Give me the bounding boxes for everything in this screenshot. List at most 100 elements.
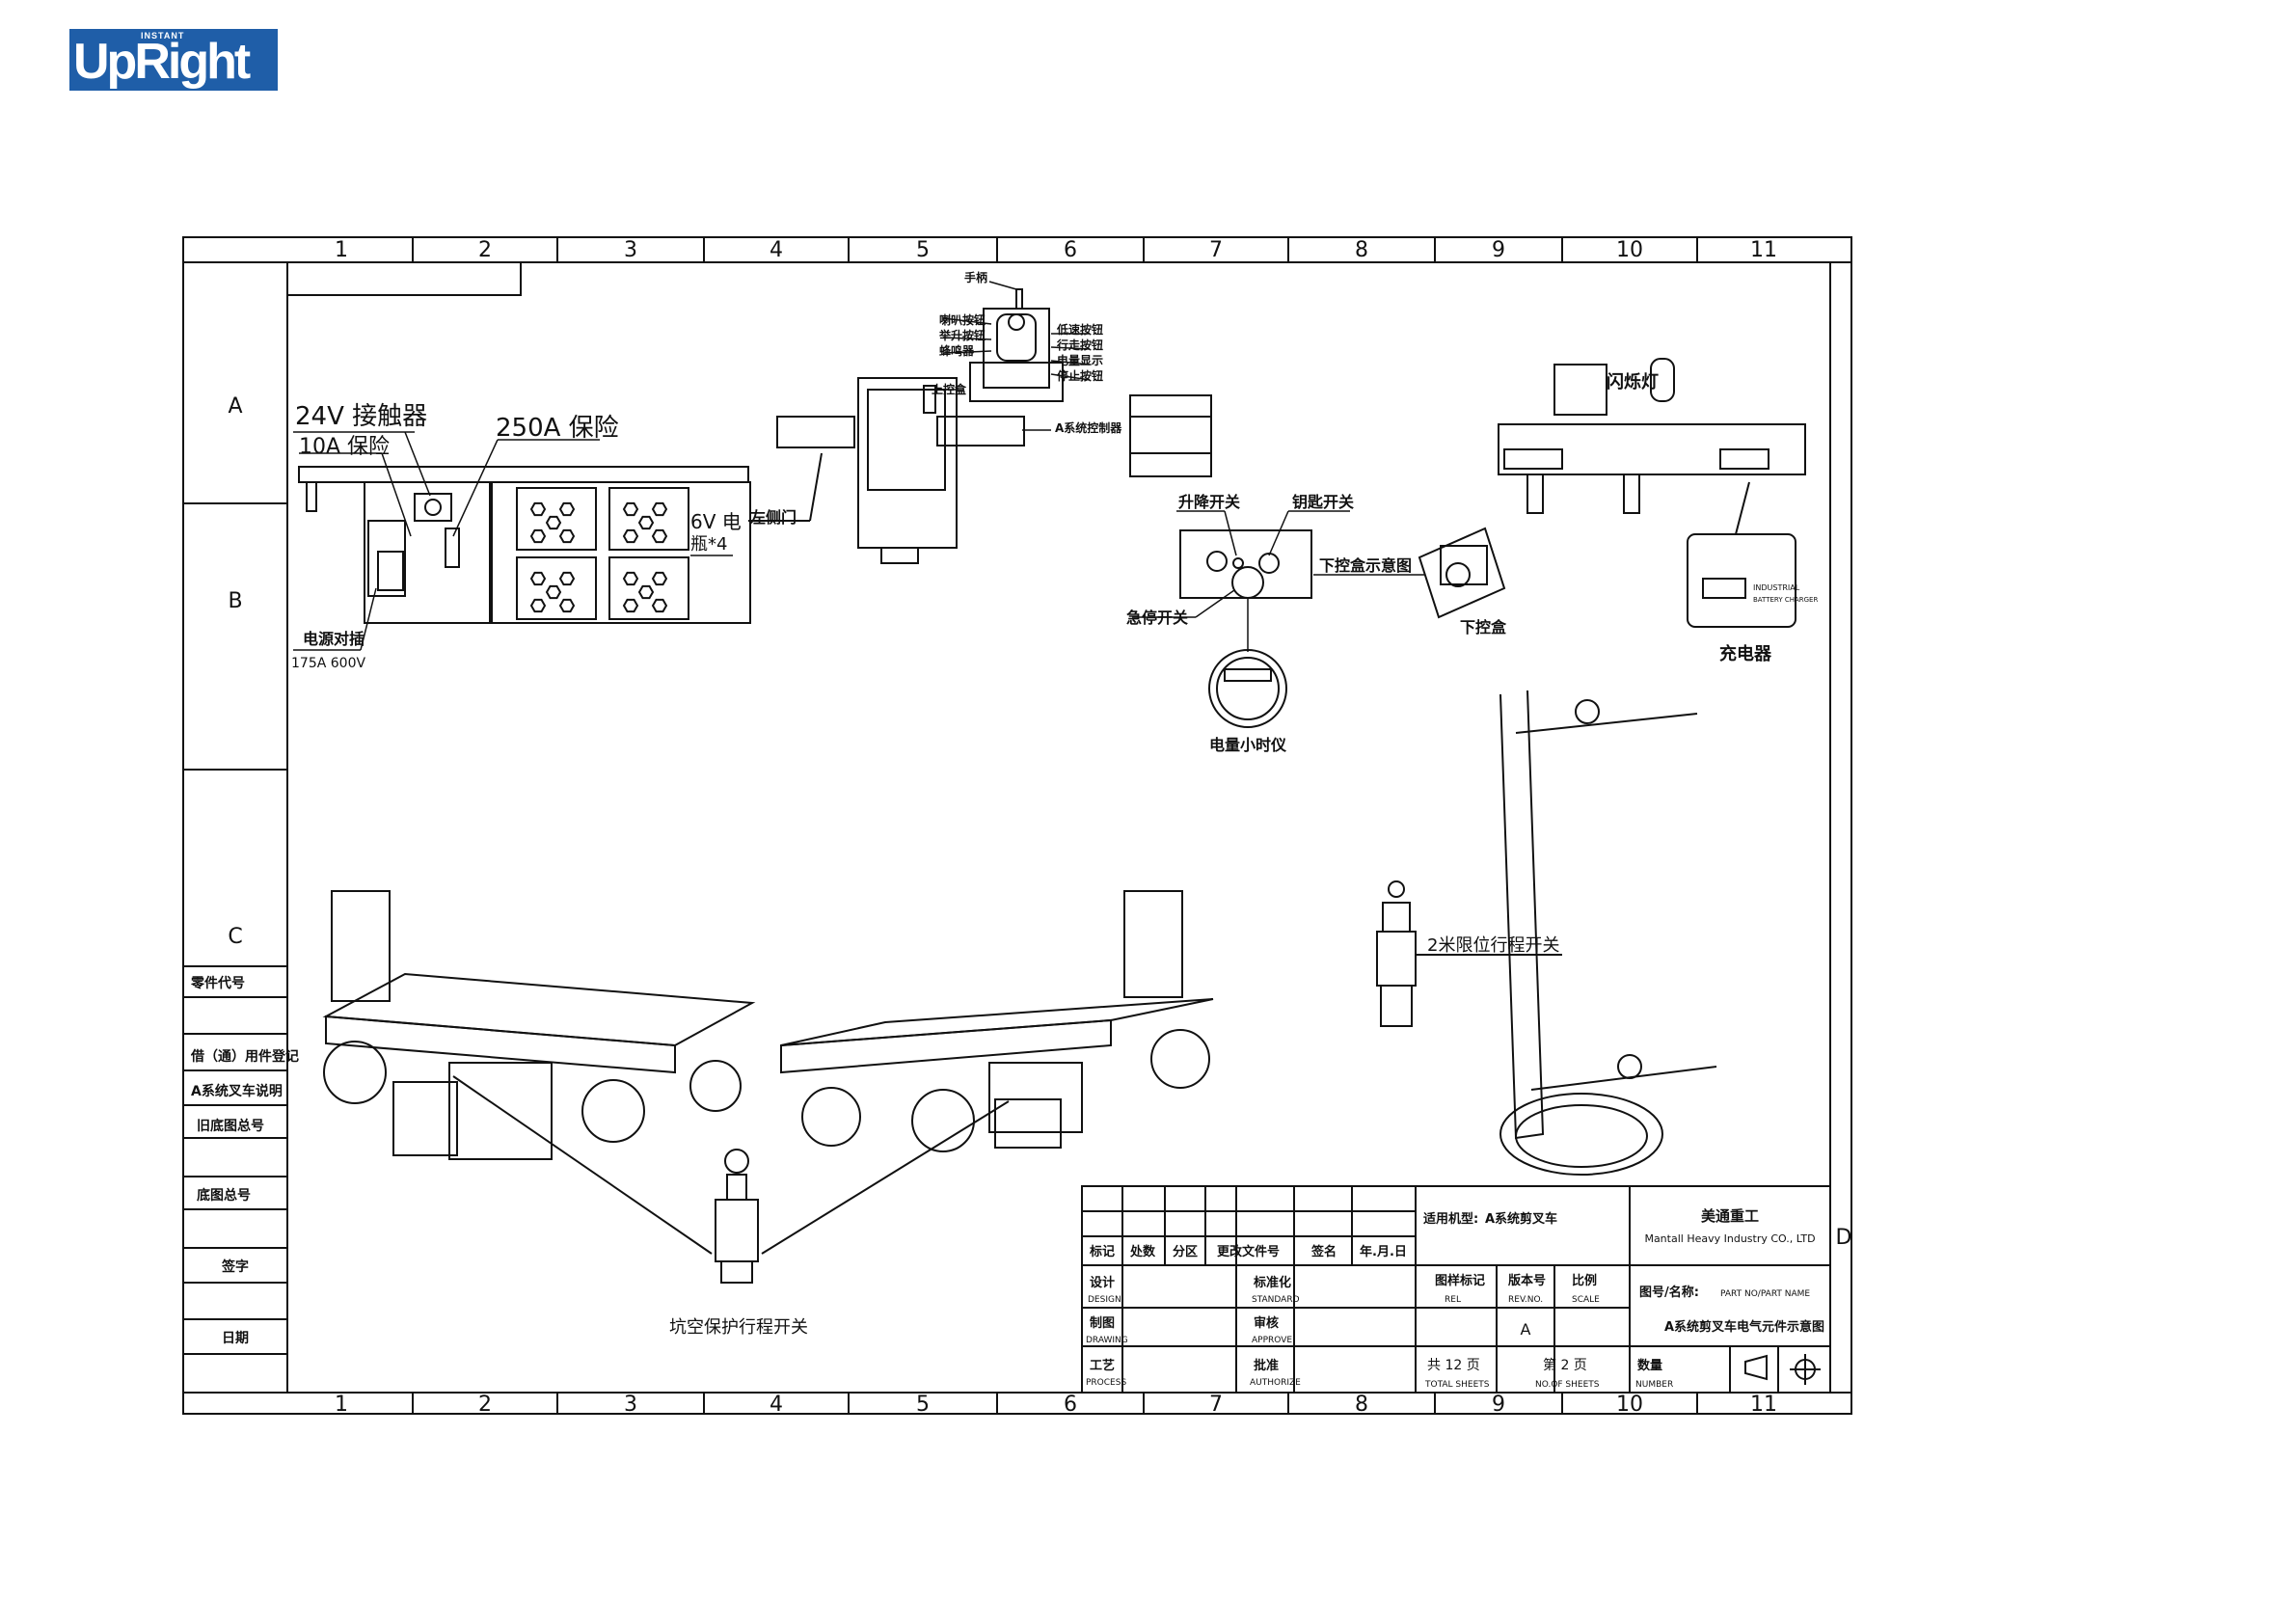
grid-column-label: 2: [478, 1393, 492, 1417]
battery-terminal: [529, 501, 547, 517]
label-charger: 充电器: [1719, 643, 1772, 664]
battery-terminal: [622, 528, 639, 544]
label-power-socket: 电源对插: [303, 630, 365, 648]
grid-column-label: 1: [335, 238, 348, 262]
lower-control-panel: [1179, 529, 1312, 728]
left-strip-date: 日期: [222, 1331, 249, 1346]
battery-compartment: [298, 466, 751, 624]
tb-total-sheets: 共 12 页: [1427, 1358, 1480, 1373]
grid-column-label: 4: [770, 238, 783, 262]
grid-column-label: 8: [1355, 238, 1368, 262]
battery-terminal: [622, 501, 639, 517]
tb-quantity: 处数: [1129, 1244, 1156, 1259]
grid-column-label: 7: [1209, 238, 1223, 262]
label-lift-button: 举升按钮: [938, 328, 986, 342]
battery-terminal: [545, 584, 562, 600]
grid-column-label: 2: [478, 238, 492, 262]
left-strip-signature: 签字: [221, 1259, 249, 1275]
label-fuse-10: 10A 保险: [299, 435, 390, 459]
battery-terminal: [558, 501, 576, 517]
left-strip-part-code: 零件代号: [190, 975, 245, 991]
tb-rel-cn: 图样标记: [1435, 1273, 1485, 1288]
left-door-assembly: [748, 377, 1025, 564]
grid-column-label: 9: [1492, 238, 1505, 262]
grid-column-label: 6: [1064, 1393, 1077, 1417]
tb-sheet-no-en: NO.OF SHEETS: [1535, 1380, 1600, 1390]
battery-terminal: [529, 528, 547, 544]
tb-drawing-en: DRAWING: [1086, 1336, 1128, 1345]
label-socket-rating: 175A 600V: [291, 656, 365, 671]
grid-column-label: 11: [1750, 1393, 1777, 1417]
battery-terminal: [651, 598, 668, 613]
grid-column-label: 3: [624, 238, 637, 262]
label-charger-type: BATTERY CHARGER: [1753, 596, 1818, 604]
battery-terminals: [529, 501, 668, 613]
tb-authorize-en: AUTHORIZE: [1250, 1378, 1301, 1388]
tb-design-en: DESIGN: [1088, 1295, 1121, 1305]
label-handle: 手柄: [964, 270, 987, 284]
battery-terminal: [651, 528, 668, 544]
grid-column-label: 5: [916, 1393, 930, 1417]
tb-standard-cn: 标准化: [1253, 1275, 1291, 1290]
tb-authorize-cn: 批准: [1254, 1358, 1279, 1373]
grid-column-label: 8: [1355, 1393, 1368, 1417]
battery-terminal: [558, 598, 576, 613]
label-limit-switch-2m: 2米限位行程开关: [1427, 935, 1559, 956]
tb-sheet-no: 第 2 页: [1543, 1357, 1587, 1373]
tb-change-doc: 更改文件号: [1217, 1244, 1280, 1259]
tb-process-cn: 工艺: [1090, 1358, 1115, 1373]
pothole-limit-switch: [452, 1075, 1010, 1284]
tb-scale-en: SCALE: [1572, 1295, 1600, 1305]
label-charger-brand: INDUSTRIAL: [1753, 583, 1800, 592]
tb-total-sheets-en: TOTAL SHEETS: [1424, 1380, 1490, 1390]
grid-column-label: 10: [1616, 238, 1643, 262]
label-key-switch: 钥匙开关: [1292, 493, 1354, 511]
battery-terminal: [529, 571, 547, 586]
tb-applicable-model: A系统剪叉车: [1485, 1211, 1557, 1227]
grid-column-label: 5: [916, 238, 930, 262]
logo-instant-text: INSTANT: [141, 31, 185, 41]
tb-part-no-en: PART NO/PART NAME: [1720, 1289, 1810, 1299]
label-low-speed-button: 低速按钮: [1056, 322, 1103, 337]
logo-wordmark: UpRight: [73, 34, 251, 90]
battery-terminal: [622, 598, 639, 613]
upright-logo: INSTANT UpRight: [69, 29, 278, 91]
tb-approve-en: APPROVE: [1252, 1336, 1292, 1345]
chassis-view-left: [322, 890, 756, 1160]
label-lower-control-diagram: 下控盒示意图: [1319, 556, 1412, 575]
label-left-door: 左侧门: [749, 508, 797, 527]
battery-charger: [1687, 481, 1796, 628]
tb-number-en: NUMBER: [1635, 1380, 1673, 1390]
label-fuse-250: 250A 保险: [496, 414, 619, 443]
battery-terminal: [637, 515, 655, 530]
grid-column-label: 1: [335, 1393, 348, 1417]
tb-rev-cn: 版本号: [1508, 1273, 1546, 1288]
battery-terminal: [558, 571, 576, 586]
label-battery-count: 瓶*4: [690, 534, 727, 555]
lower-control-box: [1418, 527, 1506, 619]
flash-light-assembly: [1498, 358, 1806, 514]
left-strip-old-drawing-no: 旧底图总号: [197, 1118, 264, 1134]
label-drive-button: 行走按钮: [1056, 338, 1103, 352]
battery-terminal: [637, 584, 655, 600]
drawing-frame: [182, 236, 1852, 1415]
grid-column-label: 6: [1064, 238, 1077, 262]
grid-column-label: 3: [624, 1393, 637, 1417]
tb-ymd: 年.月.日: [1360, 1244, 1407, 1259]
tb-sign: 签名: [1310, 1244, 1337, 1259]
tb-rev-value: A: [1521, 1320, 1531, 1339]
tb-company-en: Mantall Heavy Industry CO., LTD: [1644, 1232, 1815, 1245]
label-lower-control: 下控盒: [1460, 618, 1507, 636]
label-upper-control: 上控盒: [932, 382, 967, 396]
tb-approve-cn: 审核: [1254, 1315, 1279, 1331]
tb-mark: 标记: [1089, 1244, 1115, 1259]
label-emergency-stop: 急停开关: [1126, 609, 1188, 627]
battery-terminal: [651, 501, 668, 517]
label-battery-display: 电量显示: [1057, 353, 1103, 367]
tb-company-cn: 美通重工: [1701, 1207, 1759, 1225]
tb-number-cn: 数量: [1637, 1358, 1662, 1373]
label-pothole-switch: 坑空保护行程开关: [669, 1317, 808, 1338]
battery-terminal: [622, 571, 639, 586]
row-label-a: A: [228, 394, 242, 419]
